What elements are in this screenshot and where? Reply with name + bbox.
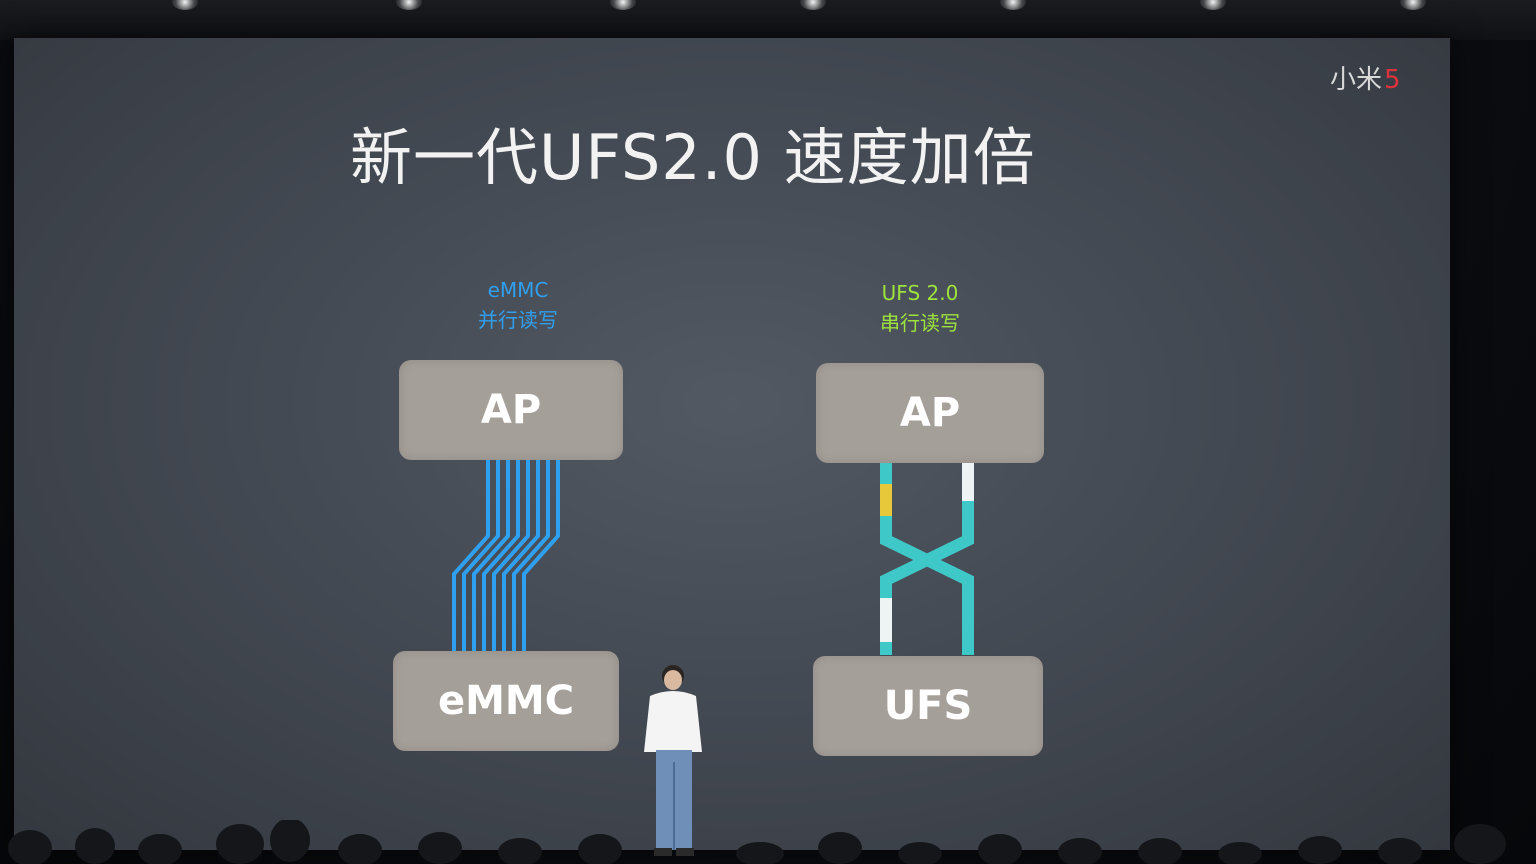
- emmc-parallel-wires: [452, 460, 560, 651]
- ufs-caption-line1: UFS 2.0: [881, 281, 959, 305]
- emmc-wire: [522, 460, 560, 651]
- ufs-caption-line2: 串行读写: [880, 311, 960, 335]
- ufs-lane-white-bottom: [880, 598, 892, 642]
- emmc-wire: [452, 460, 490, 651]
- ufs-serial-lanes: [880, 463, 974, 655]
- ufs-lane-right: [880, 463, 974, 655]
- ap-chip-right: AP: [816, 363, 1044, 463]
- ap-chip-left: AP: [399, 360, 623, 460]
- ufs-lane-highlight: [880, 484, 892, 516]
- emmc-wire: [462, 460, 500, 651]
- slide-title: 新一代UFS2.0 速度加倍: [350, 121, 1036, 194]
- emmc-caption-line2: 并行读写: [478, 308, 558, 332]
- emmc-wire: [472, 460, 510, 651]
- ceiling-light: [1000, 0, 1026, 10]
- ceiling-light: [396, 0, 422, 10]
- emmc-wire: [502, 460, 540, 651]
- ceiling-light: [610, 0, 636, 10]
- emmc-wire: [492, 460, 530, 651]
- ceiling-light: [800, 0, 826, 10]
- ufs-caption: UFS 2.0 串行读写: [840, 278, 1000, 338]
- emmc-chip: eMMC: [393, 651, 619, 751]
- brand-text: 小米: [1330, 65, 1383, 95]
- ceiling-light: [1200, 0, 1226, 10]
- emmc-caption-line1: eMMC: [487, 278, 549, 302]
- ufs-chip: UFS: [813, 656, 1043, 756]
- ceiling-light: [1400, 0, 1426, 10]
- audience-heads: [8, 820, 1506, 864]
- projection-screen: [14, 38, 1450, 850]
- presenter-figure: [644, 665, 702, 856]
- ceiling-lights: [0, 0, 1536, 40]
- emmc-caption: eMMC 并行读写: [438, 275, 598, 335]
- brand-number: 5: [1384, 65, 1401, 95]
- emmc-wire: [482, 460, 520, 651]
- ufs-lane-white-top: [962, 463, 974, 501]
- emmc-wire: [512, 460, 550, 651]
- brand-logo: 小米5: [1330, 62, 1401, 98]
- ceiling-light: [172, 0, 198, 10]
